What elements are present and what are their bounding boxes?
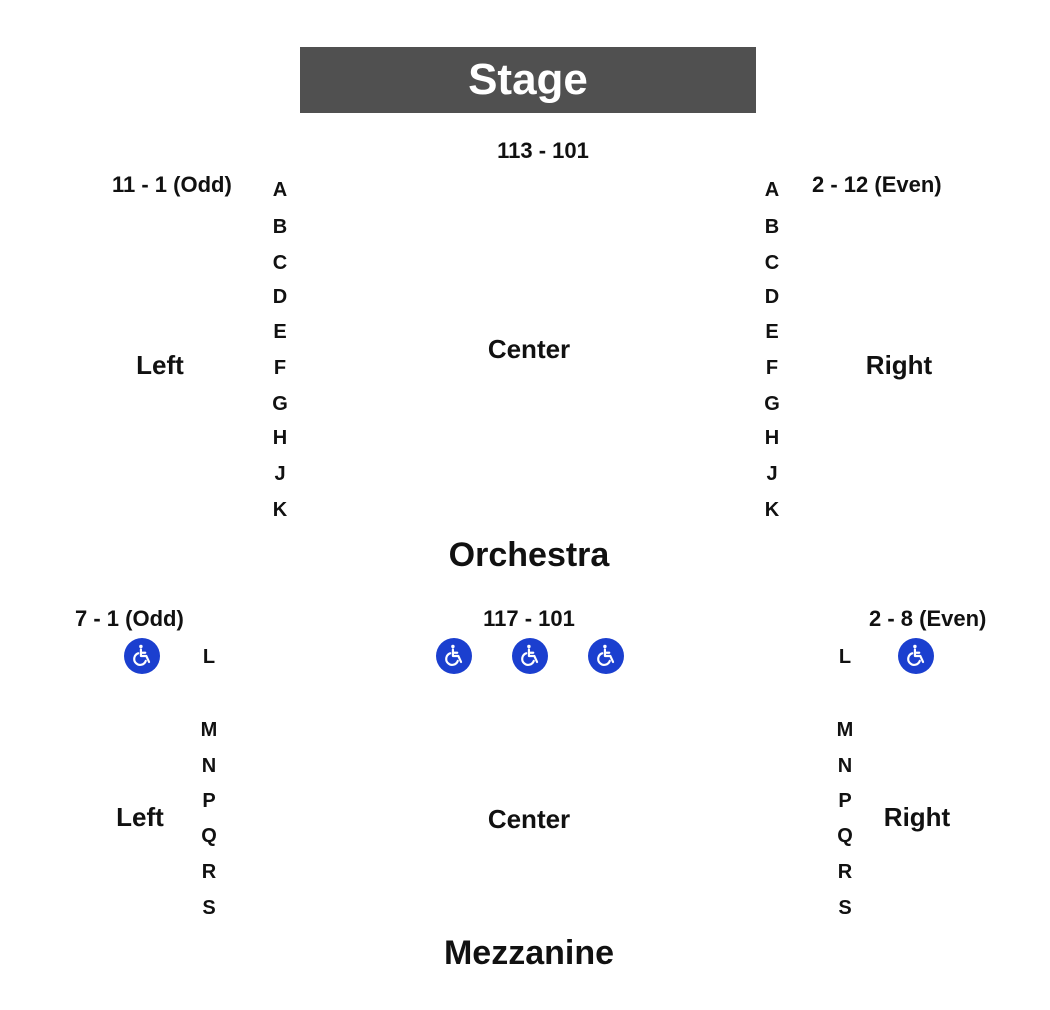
- wheelchair-icon: [512, 638, 548, 674]
- orchestra-right-row-label-k: K: [764, 499, 780, 521]
- wheelchair-icon: [436, 638, 472, 674]
- mezzanine-left-row-label-n: N: [201, 755, 217, 777]
- orchestra-left-row-label-d: D: [272, 286, 288, 308]
- orchestra-left-section[interactable]: Left: [136, 350, 184, 380]
- mezzanine-left-section[interactable]: Left: [116, 802, 164, 832]
- orchestra-right-section[interactable]: Right: [865, 350, 933, 380]
- orchestra-center-section[interactable]: Center: [487, 334, 571, 364]
- orchestra-left-row-label-b: B: [272, 216, 288, 238]
- mezzanine-right-seat-range: 2 - 8 (Even): [869, 606, 987, 631]
- mezzanine-left-row-label-s: S: [202, 897, 216, 919]
- orchestra-left-seat-range: 11 - 1 (Odd): [112, 172, 232, 197]
- orchestra-right-row-label-e: E: [765, 321, 779, 343]
- orchestra-right-row-label-j: J: [766, 463, 778, 485]
- orchestra-right-seat-range: 2 - 12 (Even): [812, 172, 942, 197]
- orchestra-left-row-label-e: E: [273, 321, 287, 343]
- stage: Stage: [300, 47, 756, 113]
- mezzanine-left-seat-range: 7 - 1 (Odd): [75, 606, 184, 631]
- stage-label: Stage: [468, 55, 588, 104]
- orchestra-title: Orchestra: [448, 536, 610, 574]
- orchestra-right-row-label-c: C: [764, 252, 780, 274]
- orchestra-left-row-label-f: F: [273, 357, 287, 379]
- mezzanine-right-row-label-r: R: [837, 861, 853, 883]
- orchestra-right-row-label-a: A: [764, 179, 780, 201]
- mezzanine-right-row-label-n: N: [837, 755, 853, 777]
- mezzanine-center-section[interactable]: Center: [487, 804, 571, 834]
- wheelchair-icon: [898, 638, 934, 674]
- mezzanine-right-row-label-s: S: [838, 897, 852, 919]
- orchestra-right-row-label-b: B: [764, 216, 780, 238]
- mezzanine-left-row-label-r: R: [201, 861, 217, 883]
- wheelchair-icon: [588, 638, 624, 674]
- mezzanine-left-row-label-m: M: [200, 719, 218, 741]
- orchestra-right-row-label-g: G: [764, 393, 780, 415]
- mezzanine-title: Mezzanine: [443, 934, 615, 972]
- mezzanine-right-row-label-p: P: [838, 790, 852, 812]
- wheelchair-icon: [124, 638, 160, 674]
- orchestra-center-seat-range: 113 - 101: [497, 138, 589, 163]
- mezzanine-left-row-label-l: L: [202, 646, 216, 668]
- mezzanine-center-seat-range: 117 - 101: [483, 606, 575, 631]
- mezzanine-left-row-label-q: Q: [201, 825, 217, 847]
- mezzanine-right-row-label-m: M: [836, 719, 854, 741]
- orchestra-left-row-label-h: H: [272, 427, 288, 449]
- mezzanine-right-row-label-l: L: [838, 646, 852, 668]
- orchestra-left-row-label-g: G: [272, 393, 288, 415]
- mezzanine-right-section[interactable]: Right: [883, 802, 951, 832]
- orchestra-right-row-label-h: H: [764, 427, 780, 449]
- orchestra-left-row-label-j: J: [274, 463, 286, 485]
- orchestra-right-row-label-d: D: [764, 286, 780, 308]
- orchestra-left-row-label-k: K: [272, 499, 288, 521]
- orchestra-left-row-label-a: A: [272, 179, 288, 201]
- orchestra-left-row-label-c: C: [272, 252, 288, 274]
- mezzanine-left-row-label-p: P: [202, 790, 216, 812]
- mezzanine-right-row-label-q: Q: [837, 825, 853, 847]
- orchestra-right-row-label-f: F: [765, 357, 779, 379]
